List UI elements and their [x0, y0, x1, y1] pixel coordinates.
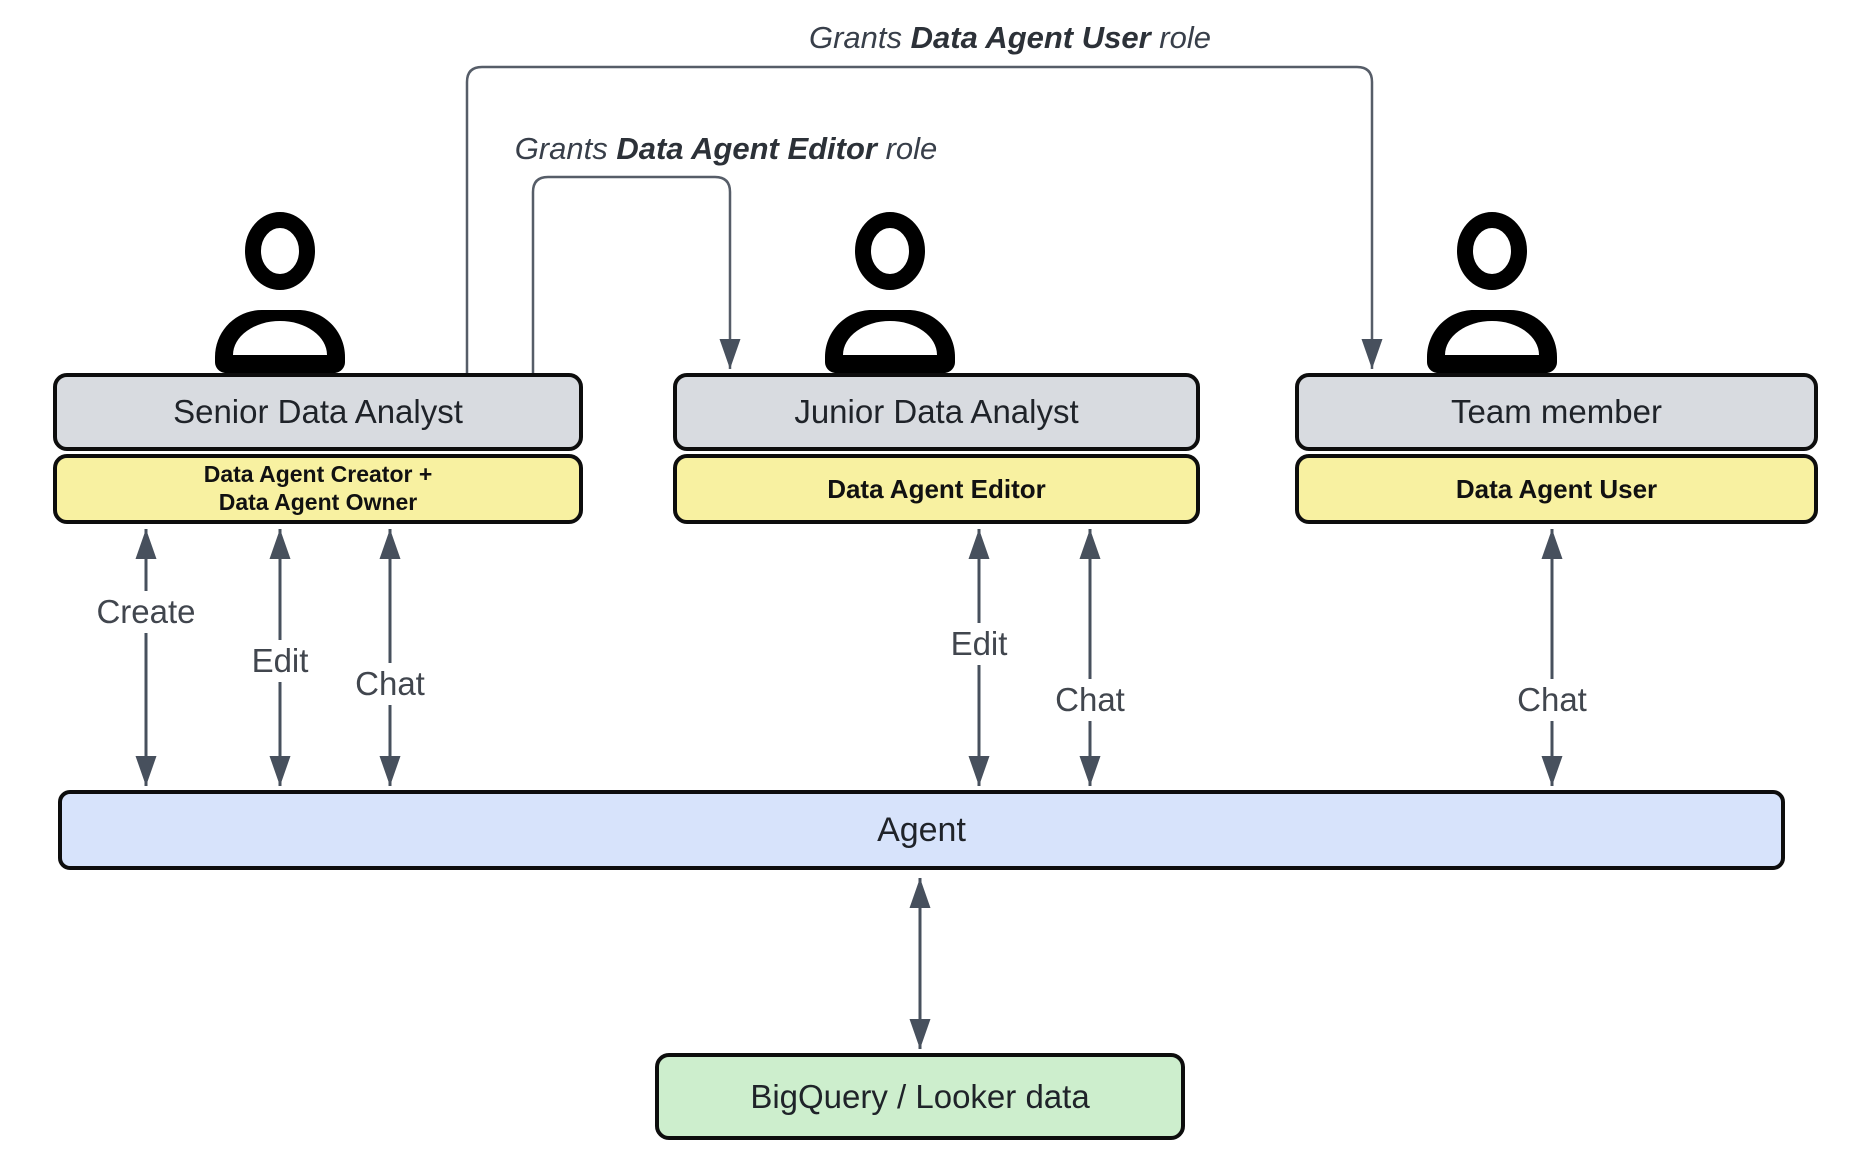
role-box-user: Data Agent User — [1295, 454, 1818, 524]
person-icon — [825, 212, 955, 373]
grant-user-role-connector — [465, 65, 1383, 373]
role-label: Data Agent User — [1455, 473, 1658, 504]
actor-title-junior-data-analyst: Junior Data Analyst — [673, 373, 1200, 451]
role-line-1: Data Agent Creator + — [203, 461, 433, 488]
agent-bar: Agent — [58, 790, 1785, 870]
edit-label-junior: Edit — [942, 623, 1016, 665]
grant-editor-role-label: Grants Data Agent Editor role — [510, 131, 942, 167]
grant-user-prefix: Grants — [809, 20, 911, 55]
grant-user-suffix: role — [1150, 20, 1211, 55]
grant-editor-role-connector — [531, 175, 741, 373]
actor-title-label: Junior Data Analyst — [794, 393, 1079, 430]
agent-label: Agent — [877, 810, 966, 849]
actor-title-label: Senior Data Analyst — [173, 393, 463, 430]
edit-label-senior: Edit — [243, 640, 317, 682]
actor-title-team-member: Team member — [1295, 373, 1818, 451]
grant-editor-suffix: role — [876, 131, 938, 166]
grant-user-role-label: Grants Data Agent User role — [805, 20, 1215, 56]
datasource-box: BigQuery / Looker data — [655, 1053, 1185, 1140]
grant-editor-role-name: Data Agent Editor — [616, 131, 877, 166]
role-box-editor: Data Agent Editor — [673, 454, 1200, 524]
person-icon — [1427, 212, 1557, 373]
chat-label-senior: Chat — [347, 663, 433, 705]
role-line-2: Data Agent Owner — [218, 489, 418, 515]
person-icon — [215, 212, 345, 373]
datasource-label: BigQuery / Looker data — [750, 1077, 1090, 1115]
chat-label-junior: Chat — [1047, 679, 1133, 721]
actor-title-senior-data-analyst: Senior Data Analyst — [53, 373, 583, 451]
grant-user-role-name: Data Agent User — [910, 20, 1151, 55]
role-label: Data Agent Editor — [827, 473, 1046, 504]
create-label: Create — [88, 591, 204, 633]
grant-editor-prefix: Grants — [514, 131, 617, 166]
actor-title-label: Team member — [1451, 393, 1662, 430]
role-box-creator-owner: Data Agent Creator + Data Agent Owner — [53, 454, 583, 524]
chat-label-team: Chat — [1509, 679, 1595, 721]
